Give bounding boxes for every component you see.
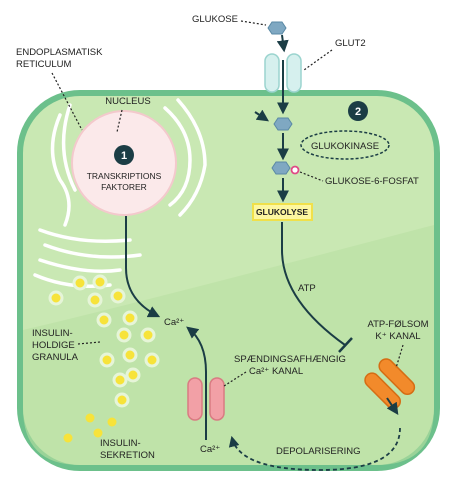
er-pointer (51, 72, 83, 131)
granule (122, 310, 138, 326)
glucose-molecule-outside (267, 21, 287, 35)
step-2-marker (348, 101, 368, 121)
glut2-pointer (303, 49, 333, 71)
nucleus-label: NUCLEUS (105, 96, 150, 107)
insulin-granules-label-1: INSULIN- (32, 328, 73, 339)
ca-outside-label: Ca²⁺ (200, 444, 220, 455)
glucose-6-phosphate-molecule (271, 161, 291, 175)
secreted-insulin (63, 413, 117, 443)
granule (72, 275, 88, 291)
granule (87, 292, 103, 308)
er-label-2: RETICULUM (16, 59, 72, 70)
depolarisation-label: DEPOLARISERING (276, 446, 360, 457)
insulin-secretion-label-2: SEKRETION (100, 450, 155, 461)
granule (116, 327, 132, 343)
granule (112, 372, 128, 388)
k-atp-label-1: ATP-FØLSOM (367, 319, 428, 330)
er-label-1: ENDOPLASMATISK (16, 47, 103, 58)
insulin-granules-label-3: GRANULA (32, 352, 79, 363)
arrow-k-efflux (386, 397, 399, 415)
transcription-factors-label-2: FAKTORER (101, 182, 147, 192)
glucose-label: GLUKOSE (192, 14, 238, 25)
ca-channel-pointer (223, 371, 247, 387)
step-1-number: 1 (121, 150, 127, 162)
granule (92, 274, 108, 290)
g6p-label: GLUKOSE-6-FOSFAT (325, 176, 419, 187)
transcription-to-ca-arrow (125, 216, 161, 318)
step-2-number: 2 (355, 106, 361, 118)
insulin-granules-label-2: HOLDIGE (32, 340, 75, 351)
ca-channel-left (187, 377, 203, 421)
ca-channel-right (209, 377, 225, 421)
insulin-granules (48, 274, 160, 408)
k-atp-pointer (395, 344, 404, 369)
granule (144, 352, 160, 368)
step-1-marker (114, 145, 134, 165)
ca-inside-label: Ca²⁺ (164, 317, 184, 328)
atp-inhibition-path (281, 222, 346, 346)
glukolyse-label: GLUKOLYSE (256, 207, 308, 217)
granule (125, 367, 141, 383)
glukokinase-enzyme (300, 130, 390, 160)
glukokinase-label: GLUKOKINASE (311, 141, 379, 152)
k-atp-label-2: K⁺ KANAL (375, 331, 420, 342)
glukolyse-box (252, 203, 313, 221)
ca-influx-arrow (186, 326, 207, 440)
glucose-pointer (240, 20, 267, 26)
g6p-pointer (299, 171, 324, 182)
glucose-molecule-inside (273, 117, 293, 131)
granule (110, 288, 126, 304)
atp-inhibition-bar (338, 337, 353, 353)
granule (99, 352, 115, 368)
transcription-factors-label-1: TRANSKRIPTIONS (87, 171, 162, 181)
atp-label: ATP (298, 283, 316, 294)
phosphate-group (290, 165, 300, 175)
ca-channel-label-1: SPÆNDINGSAFHÆNGIG (234, 354, 346, 365)
ca-channel-label-2: Ca²⁺ KANAL (249, 366, 303, 377)
granule (140, 327, 156, 343)
arrow-glucose-entry (254, 109, 269, 122)
granule (96, 312, 112, 328)
glut2-transporter-right (286, 53, 302, 93)
depolarisation-path (228, 427, 401, 471)
granule (114, 392, 130, 408)
glut2-label: GLUT2 (335, 38, 366, 49)
glut2-transporter-left (264, 53, 280, 93)
arrow-glucose-to-glut2 (276, 34, 289, 53)
granule (48, 290, 64, 306)
insulin-secretion-label-1: INSULIN- (100, 438, 141, 449)
granule (122, 347, 138, 363)
endoplasmic-reticulum (33, 98, 207, 288)
